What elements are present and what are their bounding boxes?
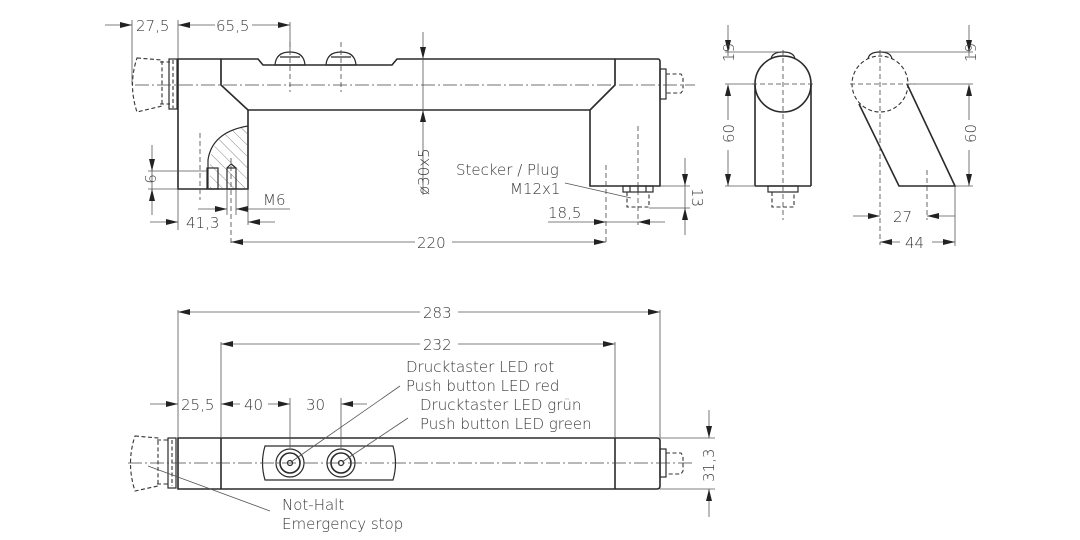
dim-hole-depth: 9	[141, 174, 159, 184]
dim-first-button-offset: 65,5	[216, 17, 249, 35]
dim-leg-spacing: 232	[423, 336, 452, 354]
dimension-tube-diameter: ø30x5	[415, 32, 433, 195]
dim-mount-offset: 41,3	[186, 214, 219, 232]
dim-plug-offset: 18,5	[548, 204, 581, 222]
top-view: 283 232 25,5 40 30	[128, 304, 718, 533]
dim-knob-to-leg: 25,5	[181, 396, 214, 414]
dim-foot-depth: 44	[905, 234, 924, 252]
dimension-19-front: 19	[720, 25, 783, 96]
dim-foot-offset: 27	[893, 208, 912, 226]
dimension-41-3: 41,3	[150, 189, 275, 232]
dimension-60-side: 60	[955, 96, 980, 187]
dimension-65-5: 65,5	[178, 17, 291, 50]
green-button-callout: Drucktaster LED grün Push button LED gre…	[341, 396, 592, 463]
emergency-stop-knob-side	[131, 57, 178, 113]
plug-label: Stecker / Plug	[456, 161, 559, 179]
dim-leg-height-side: 60	[962, 124, 980, 143]
dimension-chain: 25,5 40 30	[150, 396, 367, 448]
end-view-front: 19 60	[720, 25, 816, 220]
plug-callout: Stecker / Plug M12x1	[456, 161, 632, 199]
dim-button-height-front: 19	[720, 43, 738, 62]
red-button-label-de: Drucktaster LED rot	[406, 358, 554, 376]
dimension-19-side: 19	[880, 25, 980, 96]
dim-width: 31,3	[700, 449, 718, 482]
dim-leg-to-button: 40	[244, 396, 263, 414]
dim-button-spacing: 30	[306, 396, 325, 414]
dimension-27: 27	[853, 208, 955, 226]
estop-label-en: Emergency stop	[282, 515, 403, 533]
dimension-44: 44	[880, 186, 956, 252]
dim-thread: M6	[263, 191, 286, 209]
red-button-label-en: Push button LED red	[406, 377, 559, 395]
emergency-stop-knob-top	[129, 435, 177, 492]
estop-label-de: Not-Halt	[282, 496, 344, 514]
dimension-18-5: 18,5	[548, 204, 665, 225]
dim-plug-height: 13	[688, 188, 706, 207]
green-button-label-de: Drucktaster LED grün	[420, 396, 581, 414]
dimension-60-front: 60	[720, 96, 755, 187]
dim-leg-height-front: 60	[720, 124, 738, 143]
dim-tube-diameter: ø30x5	[415, 148, 433, 195]
end-view-side: 19 60 27 44	[850, 25, 980, 252]
dim-knob-offset: 27,5	[136, 17, 169, 35]
green-button-label-en: Push button LED green	[420, 415, 592, 433]
dim-button-height-side: 19	[962, 43, 980, 62]
dimension-m6: M6	[198, 189, 290, 215]
side-view: 27,5 65,5 ø30x5 9	[105, 17, 706, 252]
plug-spec-label: M12x1	[510, 180, 560, 198]
dimension-13: 13	[649, 158, 706, 235]
dimension-31-3: 31,3	[660, 410, 718, 517]
dim-overall-length: 283	[423, 304, 452, 322]
emergency-stop-callout: Not-Halt Emergency stop	[147, 465, 403, 533]
red-button-callout: Drucktaster LED rot Push button LED red	[290, 358, 559, 463]
dimension-27-5: 27,5	[105, 17, 179, 85]
dimension-283: 283	[177, 304, 661, 438]
dim-mount-spacing: 220	[417, 234, 446, 252]
dimension-220: 220	[231, 234, 606, 252]
dimension-232: 232	[220, 336, 616, 438]
dimension-9: 9	[141, 145, 207, 215]
